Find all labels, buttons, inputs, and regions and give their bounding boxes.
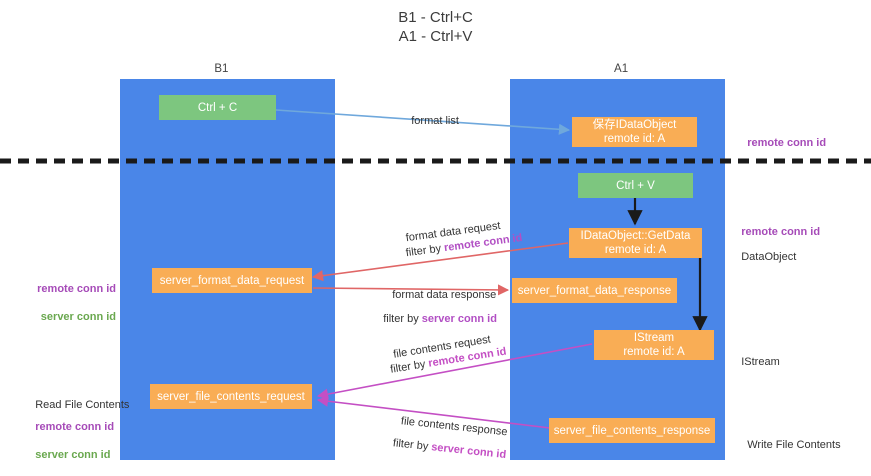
node-ctrl-c-label: Ctrl + C bbox=[197, 101, 238, 114]
annotation-read-file-contents-ids: remote conn id server conn id bbox=[23, 406, 114, 476]
annotation-left-conn-ids-mid-server: server conn id bbox=[40, 311, 116, 323]
annotation-write-file-contents: Write File Contents bbox=[735, 424, 841, 466]
edge-label-format-list: format list bbox=[399, 100, 459, 142]
annotation-remote-conn-id-mid: remote conn id bbox=[729, 211, 820, 253]
edge-label-format-data-response-filter: filter by server conn id bbox=[371, 298, 497, 340]
arrow-file-contents-request bbox=[316, 343, 593, 400]
annotation-remote-conn-id-top-text: remote conn id bbox=[747, 137, 827, 149]
annotation-write-file-contents-text: Write File Contents bbox=[747, 439, 841, 451]
arrow-format-list bbox=[275, 109, 571, 135]
annotation-istream-label: IStream bbox=[729, 341, 780, 383]
title-line-2: A1 - Ctrl+V bbox=[398, 28, 473, 45]
node-idataobject-getdata-line1: IDataObject::GetData bbox=[580, 230, 691, 242]
annotation-dataobject-label: DataObject bbox=[729, 236, 796, 278]
edge-label-format-data-response-filter-prefix: filter by bbox=[383, 313, 422, 325]
annotation-dataobject-label-text: DataObject bbox=[741, 251, 797, 263]
node-server-file-contents-response-label: server_file_contents_response bbox=[553, 424, 711, 437]
annotation-read-file-contents-remote: remote conn id bbox=[35, 421, 115, 433]
edge-label-file-contents-response-filter-highlight: server conn id bbox=[430, 441, 507, 462]
annotation-left-conn-ids-mid-remote: remote conn id bbox=[37, 283, 116, 295]
annotation-remote-conn-id-mid-text: remote conn id bbox=[741, 226, 821, 238]
node-ctrl-v[interactable]: Ctrl + V bbox=[578, 173, 693, 198]
arrow-file-contents-response bbox=[316, 395, 551, 429]
column-header-b1-line1: B1 bbox=[214, 63, 229, 75]
edge-label-file-contents-request-filter-prefix: filter by bbox=[389, 357, 430, 376]
edge-label-format-data-request-filter-highlight: remote conn id bbox=[443, 231, 524, 255]
edge-label-format-data-response-filter-highlight: server conn id bbox=[421, 313, 497, 325]
node-idataobject-getdata[interactable]: IDataObject::GetData remote id: A bbox=[569, 228, 702, 258]
node-ctrl-v-label: Ctrl + V bbox=[616, 179, 655, 192]
node-save-idataobject-line1: 保存IDataObject bbox=[592, 119, 677, 131]
annotation-istream-label-text: IStream bbox=[741, 356, 780, 368]
node-ctrl-c[interactable]: Ctrl + C bbox=[159, 95, 276, 120]
title-line-1: B1 - Ctrl+C bbox=[398, 9, 473, 26]
annotation-read-file-contents-title: Read File Contents bbox=[35, 399, 130, 411]
node-save-idataobject-line2: remote id: A bbox=[603, 133, 666, 145]
annotation-remote-conn-id-top: remote conn id bbox=[735, 122, 826, 164]
annotation-read-file-contents-server: server conn id bbox=[35, 449, 111, 461]
diagram-title: B1 - Ctrl+C A1 - Ctrl+V bbox=[0, 8, 871, 46]
node-server-format-data-request[interactable]: server_format_data_request bbox=[152, 268, 312, 293]
node-save-idataobject[interactable]: 保存IDataObject remote id: A bbox=[572, 117, 697, 147]
node-istream-line1: IStream bbox=[633, 332, 675, 344]
node-istream[interactable]: IStream remote id: A bbox=[594, 330, 714, 360]
node-server-file-contents-response[interactable]: server_file_contents_response bbox=[549, 418, 715, 443]
node-istream-line2: remote id: A bbox=[623, 346, 685, 358]
edge-label-format-data-response-text: format data response bbox=[392, 289, 497, 301]
node-server-format-data-response[interactable]: server_format_data_response bbox=[512, 278, 677, 303]
annotation-left-conn-ids-mid: remote conn id server conn id bbox=[21, 268, 116, 338]
column-header-a1-line1: A1 bbox=[614, 63, 629, 75]
edge-label-format-data-request-filter-prefix: filter by bbox=[405, 242, 445, 260]
node-server-format-data-request-label: server_format_data_request bbox=[159, 274, 305, 287]
annotation-read-file-contents: Read File Contents bbox=[23, 384, 129, 426]
arrow-format-data-response bbox=[312, 284, 510, 296]
edge-label-file-contents-request-filter-highlight: remote conn id bbox=[427, 345, 508, 370]
edge-label-format-data-response: format data response bbox=[380, 274, 496, 316]
node-server-format-data-response-label: server_format_data_response bbox=[517, 284, 672, 297]
edge-label-file-contents-response-filter-prefix: filter by bbox=[392, 437, 432, 454]
node-server-file-contents-request-label: server_file_contents_request bbox=[157, 390, 305, 403]
edge-label-format-list-text: format list bbox=[411, 115, 459, 127]
arrow-format-data-request bbox=[311, 242, 569, 282]
node-server-file-contents-request[interactable]: server_file_contents_request bbox=[150, 384, 312, 409]
node-idataobject-getdata-line2: remote id: A bbox=[604, 244, 667, 256]
